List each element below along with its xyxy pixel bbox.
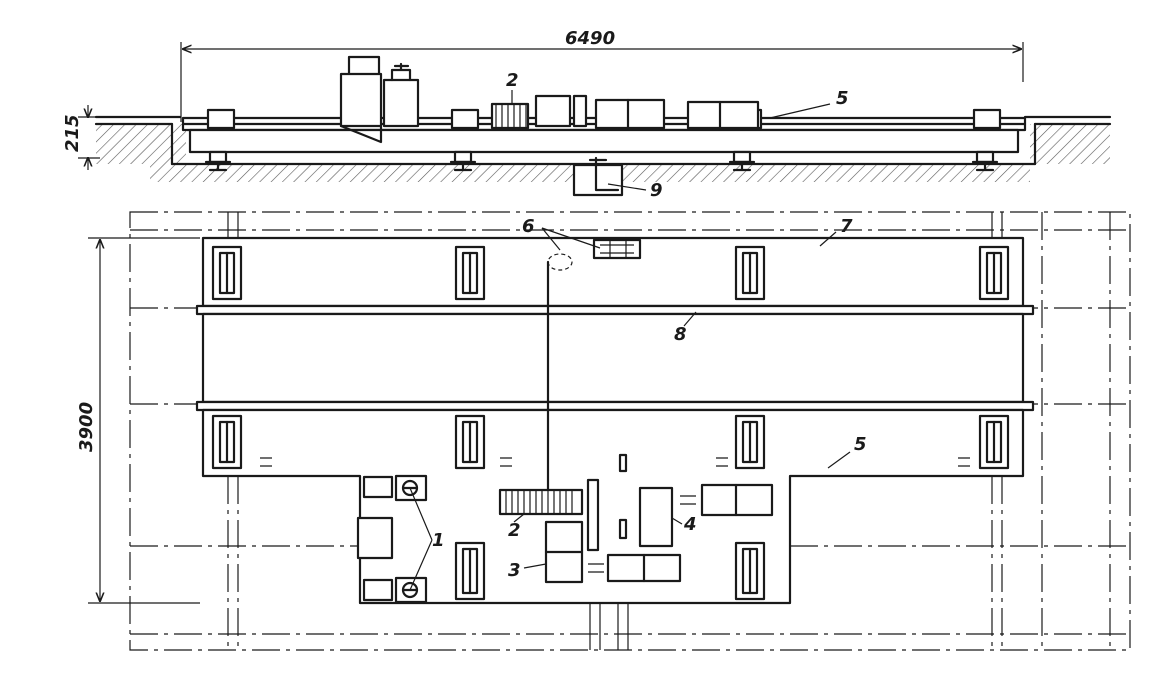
callout-3: 3 [508, 560, 521, 581]
wheel-couplings [260, 457, 970, 467]
travel-drive-4 [618, 453, 774, 548]
callout-2-plan: 2 [508, 520, 521, 541]
winch-drive-side [490, 94, 760, 130]
control-cabinet [339, 55, 420, 144]
dimension-length: 6490 [180, 28, 1024, 122]
callout-5-top: 5 [836, 88, 849, 109]
callout-2-top: 2 [506, 70, 519, 91]
gearbox-3 [544, 520, 682, 584]
dimension-length-label: 6490 [565, 28, 615, 49]
callout-4: 4 [683, 514, 697, 535]
wheels-plan [211, 245, 1010, 601]
callout-9: 9 [650, 180, 663, 201]
callout-8: 8 [674, 324, 687, 345]
dimension-height: 215 [62, 105, 100, 170]
winch-drum-2 [498, 478, 600, 552]
pit-mechanism [572, 156, 624, 197]
plan-view: 3900 [76, 211, 1131, 651]
limit-switch-6 [547, 238, 642, 271]
elevation-view: 6490 215 [62, 28, 1112, 201]
callout-6: 6 [522, 216, 535, 237]
brakes-1 [356, 474, 433, 604]
dimension-width-label: 3900 [76, 402, 97, 452]
dimension-width: 3900 [76, 237, 200, 604]
callout-1: 1 [432, 530, 445, 551]
wheels-side [204, 150, 999, 172]
callout-7: 7 [840, 216, 853, 237]
carriage-frame-5 [201, 408, 1025, 605]
rail-8 [195, 304, 1035, 412]
dimension-height-label: 215 [62, 114, 83, 152]
callout-5-plan: 5 [854, 434, 867, 455]
